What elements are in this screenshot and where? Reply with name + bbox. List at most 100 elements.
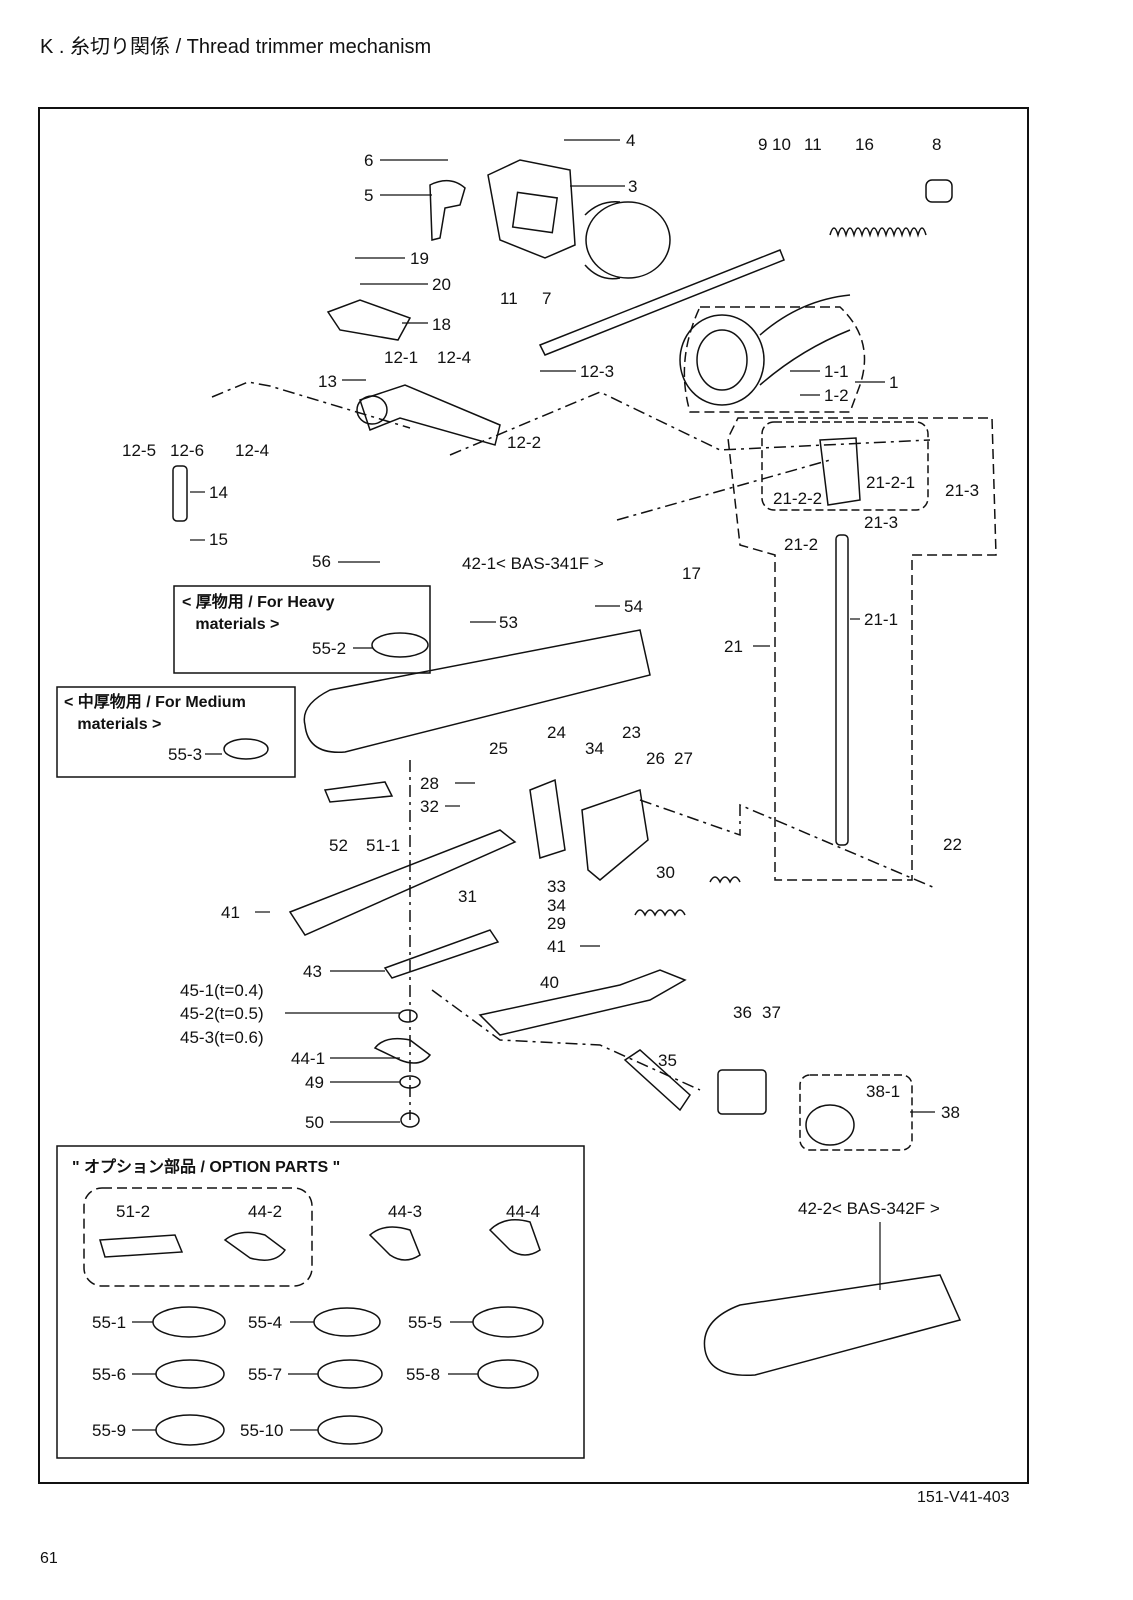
callout-label: 12-6 bbox=[170, 441, 205, 460]
collar-38 bbox=[805, 1104, 855, 1146]
callout-label: 20 bbox=[432, 275, 451, 294]
callout-label: 21-3 bbox=[945, 481, 980, 500]
plate-44-3 bbox=[368, 1226, 421, 1261]
chain-line-12 bbox=[211, 381, 411, 429]
callout-label: 11 bbox=[804, 135, 822, 154]
diagram-frame bbox=[38, 107, 1029, 1484]
callout-label: 43 bbox=[303, 962, 322, 981]
option-parts-title: " オプション部品 / OPTION PARTS " bbox=[72, 1159, 341, 1176]
callout-label: 16 bbox=[855, 135, 874, 154]
motor-cylinder bbox=[585, 201, 671, 279]
callout-label: 21-2 bbox=[784, 535, 819, 554]
callout-label: 55-5 bbox=[408, 1313, 443, 1332]
page-title: K . 糸切り関係 / Thread trimmer mechanism bbox=[40, 36, 432, 58]
callout-label: 53 bbox=[499, 613, 518, 632]
callout-label: 28 bbox=[420, 774, 439, 793]
medium-materials-title: < 中厚物用 / For Medium materials > bbox=[64, 694, 246, 733]
plate-42-2 bbox=[703, 1274, 962, 1377]
assembly-21-2-outline bbox=[761, 421, 929, 511]
callout-label: 38 bbox=[941, 1103, 960, 1122]
callout-label: 56 bbox=[312, 552, 331, 571]
callout-label: 21-1 bbox=[864, 610, 899, 629]
callout-label: 21-3 bbox=[864, 513, 899, 532]
medium-materials-box bbox=[56, 686, 296, 778]
callout-label: 31 bbox=[458, 887, 477, 906]
callout-label: 1-1 bbox=[824, 362, 849, 381]
callout-label: 6 bbox=[364, 151, 374, 170]
shaft-7 bbox=[538, 249, 785, 356]
callout-label: 9 bbox=[758, 135, 768, 154]
spring-29 bbox=[634, 909, 686, 917]
callout-label: 41 bbox=[547, 937, 566, 956]
callout-label: 41 bbox=[221, 903, 240, 922]
callout-label: 55-10 bbox=[240, 1421, 284, 1440]
chain-line-21 bbox=[449, 391, 931, 456]
callout-label: 11 bbox=[500, 289, 518, 308]
callout-label: 37 bbox=[762, 1003, 781, 1022]
callout-label: 52 bbox=[329, 836, 348, 855]
callout-label: 55-3 bbox=[168, 745, 203, 764]
plate-42-1 bbox=[303, 629, 651, 753]
blade-51-2 bbox=[99, 1234, 184, 1258]
callout-label: 12-4 bbox=[235, 441, 270, 460]
callout-label: 34 bbox=[585, 739, 604, 758]
rod-21-1 bbox=[835, 534, 849, 846]
callout-label: 54 bbox=[624, 597, 643, 616]
heavy-materials-title: < 厚物用 / For Heavy materials > bbox=[182, 594, 335, 633]
callout-label: 40 bbox=[540, 973, 559, 992]
callout-label: 22 bbox=[943, 835, 962, 854]
spring-16 bbox=[829, 227, 927, 238]
callout-label: 55-1 bbox=[92, 1313, 127, 1332]
plate-24 bbox=[529, 778, 566, 859]
bracket-36 bbox=[717, 1069, 767, 1115]
callout-label: 21-2-1 bbox=[866, 473, 916, 492]
callout-label: 14 bbox=[209, 483, 228, 502]
callout-label: 1 bbox=[889, 373, 899, 392]
callout-label: 34 bbox=[547, 896, 566, 915]
callout-label: 12-1 bbox=[384, 348, 419, 367]
hook-assembly-outline bbox=[683, 306, 866, 413]
callout-label: 12-3 bbox=[580, 362, 615, 381]
callout-label: 44-2 bbox=[248, 1202, 283, 1221]
callout-label: 55-8 bbox=[406, 1365, 441, 1384]
leader-lines bbox=[132, 139, 935, 1431]
hook-1 bbox=[679, 314, 765, 406]
callout-label: 18 bbox=[432, 315, 451, 334]
drawing-code: 151-V41-403 bbox=[917, 1489, 1010, 1506]
option-parts-box bbox=[56, 1145, 585, 1459]
callout-label: 38-1 bbox=[866, 1082, 901, 1101]
screw-14 bbox=[172, 465, 188, 522]
callout-label: 17 bbox=[682, 564, 701, 583]
bracket-3 bbox=[487, 159, 576, 259]
page-number: 61 bbox=[40, 1550, 58, 1567]
callout-label: 55-9 bbox=[92, 1421, 127, 1440]
callout-label: 12-5 bbox=[122, 441, 157, 460]
option-sub-box bbox=[83, 1187, 313, 1287]
callout-label: 23 bbox=[622, 723, 641, 742]
callout-label: 27 bbox=[674, 749, 693, 768]
callout-label: 1-2 bbox=[824, 386, 849, 405]
link-43 bbox=[383, 929, 500, 979]
callout-label: 12-2 bbox=[507, 433, 542, 452]
heavy-materials-box bbox=[173, 585, 431, 674]
plate-44-4 bbox=[488, 1219, 541, 1256]
plate-23 bbox=[581, 788, 649, 881]
collar-8 bbox=[925, 179, 953, 203]
callout-label: 55-2 bbox=[312, 639, 347, 658]
callout-label: 13 bbox=[318, 372, 337, 391]
callout-label: 49 bbox=[305, 1073, 324, 1092]
callout-label: 51-1 bbox=[366, 836, 401, 855]
callout-label: 30 bbox=[656, 863, 675, 882]
part-5 bbox=[429, 179, 466, 241]
bracket-18 bbox=[326, 299, 412, 341]
callout-label: 26 bbox=[646, 749, 665, 768]
plate-44-1 bbox=[373, 1037, 432, 1064]
chain-line-17 bbox=[616, 459, 831, 521]
callout-label: 44-1 bbox=[291, 1049, 326, 1068]
callout-label: 42-2< BAS-342F > bbox=[798, 1199, 940, 1218]
callout-label: 42-1< BAS-341F > bbox=[462, 554, 604, 573]
blade-51-1 bbox=[323, 781, 394, 803]
link-31 bbox=[288, 829, 517, 936]
assembly-21-outline bbox=[727, 417, 997, 881]
callout-label: 45-3(t=0.6) bbox=[180, 1028, 264, 1047]
